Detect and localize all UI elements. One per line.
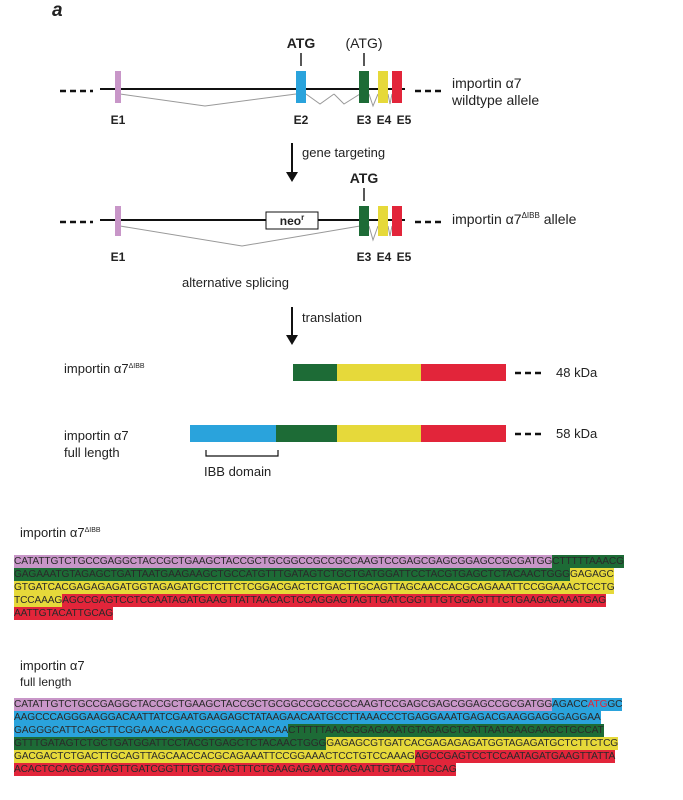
neo-cassette-label: neor [280, 213, 304, 228]
ko-splice-e1-e3 [119, 225, 361, 247]
gene-targeting-diagram: a ATG (ATG) E1 E2 E3 E4 E5 importin α7 w… [52, 0, 598, 479]
wt-splice-e1-e2 [119, 93, 297, 107]
sequence-segment-e5: AATTGTACATTGCAG [14, 607, 114, 620]
seq-dibb-block: CATATTGTCTGCCGAGGCTACCGCTGAAGCTACCGCTGCG… [14, 555, 678, 620]
alternative-splicing-label: alternative splicing [182, 275, 289, 290]
seq-full-title: importin α7 full length [20, 658, 85, 690]
sequence-segment-e1: CATATTGTCTGCCGAGGCTACCGCTGAAGCTACCGCTGCG… [14, 555, 553, 568]
protein-full-size: 58 kDa [556, 426, 598, 441]
ibb-domain-label: IBB domain [204, 464, 271, 479]
ko-allele-label: importin α7ΔIBB allele [452, 211, 577, 227]
ko-exon-e4 [378, 206, 388, 236]
sequence-segment-e5: ACACTCCAGGAGTAGTTGATCGGTTTGTGGAGTTTCTGAA… [14, 763, 457, 776]
seq-dibb-title: importin α7ΔIBB [20, 525, 101, 540]
wt-atg-e3-label: (ATG) [345, 35, 382, 51]
protein-full-e2-segment [190, 425, 276, 442]
ibb-domain-bracket [205, 450, 279, 457]
sequence-segment-e4: GAGAGCGTGATCACGAGAGAGATGGTAGAGATGCTCTTCT… [326, 737, 619, 750]
ko-exon-label-e3: E3 [357, 250, 372, 264]
sequence-segment-e4: GAGAGC [569, 568, 614, 581]
sequence-segment-e1: CATATTGTCTGCCGAGGCTACCGCTGAAGCTACCGCTGCG… [14, 698, 553, 711]
protein-full-e5-segment [421, 425, 506, 442]
sequence-segment-e3: CTTTTTAAACGGAGAAATGTAGAGCTGATTAATGAAGAAG… [288, 724, 604, 737]
sequence-line: GTGATCACGAGAGAGATGGTAGAGATGCTCTTCTCGGACG… [14, 581, 678, 594]
protein-dibb-e4-segment [337, 364, 421, 381]
sequence-segment-start-codon: ATG [587, 698, 608, 711]
sequence-line: ACACTCCAGGAGTAGTTGATCGGTTTGTGGAGTTTCTGAA… [14, 763, 678, 776]
translation-label: translation [302, 310, 362, 325]
ko-exon-e1 [115, 206, 121, 236]
ko-exon-label-e4: E4 [377, 250, 392, 264]
protein-dibb-size: 48 kDa [556, 365, 598, 380]
ko-exon-e5 [392, 206, 402, 236]
sequence-line: GAGGGCATTCAGCTTCGGAAACAGAAGCGGGAACAACAAC… [14, 724, 678, 737]
sequence-line: GACGACTCTGACTTGCAGTTAGCAACCACGCAGAAATTCC… [14, 750, 678, 763]
wt-splice-e4-e5 [387, 93, 393, 105]
protein-dibb-e3-segment [293, 364, 337, 381]
protein-full-label-line1: importin α7 [64, 428, 129, 443]
gene-targeting-label: gene targeting [302, 145, 385, 160]
wt-exon-e4 [378, 71, 388, 103]
sequence-segment-e5: AGCCGAGTCCTCCAATAGATGAAGTTATTAACACTCCAGG… [62, 594, 606, 607]
ko-exon-label-e1: E1 [111, 250, 126, 264]
sequence-segment-e3: CTTTTTAAACG [552, 555, 624, 568]
ko-exon-label-e5: E5 [397, 250, 412, 264]
wt-allele-label-line1: importin α7 [452, 75, 522, 91]
wt-exon-label-e1: E1 [111, 113, 126, 127]
sequence-segment-e4: GACGACTCTGACTTGCAGTTAGCAACCACGCAGAAATTCC… [14, 750, 415, 763]
sequence-segment-e5: AGCCGAGTCCTCCAATAGATGAAGTTATTA [414, 750, 616, 763]
wt-exon-e5 [392, 71, 402, 103]
wt-splice-e3-e4 [368, 93, 379, 108]
protein-full-e3-segment [276, 425, 337, 442]
sequence-segment-e3: GTTTGATAGTCTGCTGATGGATTCCTACGTGAGCTCTACA… [14, 737, 327, 750]
wildtype-allele: ATG (ATG) E1 E2 E3 E4 E5 importin α7 wil… [60, 35, 539, 127]
wt-exon-label-e2: E2 [294, 113, 309, 127]
wt-atg-e2-label: ATG [287, 35, 316, 51]
neo-cassette [265, 211, 319, 230]
seq-full-title-line2: full length [20, 675, 72, 689]
sequence-segment-e4: TCCAAAG [14, 594, 63, 607]
ko-splice-e3-e4 [368, 225, 379, 242]
wt-exon-e2 [296, 71, 306, 103]
protein-dibb-e5-segment [421, 364, 506, 381]
targeted-allele: neor ATG E1 E3 E4 E5 importin α7ΔIBB all… [60, 170, 577, 264]
seq-full-block: CATATTGTCTGCCGAGGCTACCGCTGAAGCTACCGCTGCG… [14, 698, 678, 776]
translation-arrow: translation [286, 307, 362, 345]
sequence-line: GTTTGATAGTCTGCTGATGGATTCCTACGTGAGCTCTACA… [14, 737, 678, 750]
panel-label: a [52, 0, 63, 21]
sequence-segment-e2: GC [607, 698, 623, 711]
protein-full-length: importin α7 full length 58 kDa IBB domai… [64, 425, 598, 479]
sequence-line: CATATTGTCTGCCGAGGCTACCGCTGAAGCTACCGCTGCG… [14, 555, 678, 568]
wt-exon-e1 [115, 71, 121, 103]
sequence-segment-e2: AAGCCCAGGGAAGGACAATTATCGAATGAAGAGCTATAAG… [14, 711, 601, 724]
sequence-line: GAGAAATGTAGAGCTGATTAATGAAGAAGCTGCCATGTTT… [14, 568, 678, 581]
wt-exon-label-e4: E4 [377, 113, 392, 127]
gene-targeting-arrow: gene targeting [286, 143, 385, 182]
protein-full-e4-segment [337, 425, 421, 442]
ko-splice-e4-e5 [387, 225, 393, 237]
wt-exon-label-e5: E5 [397, 113, 412, 127]
wt-splice-e2-e3 [305, 93, 335, 105]
protein-dibb-label: importin α7ΔIBB [64, 361, 145, 376]
wt-splice-e2-e3-b [333, 93, 361, 105]
seq-full-title-line1: importin α7 [20, 658, 85, 673]
wt-exon-label-e3: E3 [357, 113, 372, 127]
wt-exon-e3 [359, 71, 369, 103]
ko-exon-e3 [359, 206, 369, 236]
sequence-segment-e2: GAGGGCATTCAGCTTCGGAAACAGAAGCGGGAACAACAA [14, 724, 289, 737]
protein-full-label-line2: full length [64, 445, 120, 460]
wt-allele-label-line2: wildtype allele [451, 92, 539, 108]
sequence-line: AATTGTACATTGCAG [14, 607, 678, 620]
ko-atg-label: ATG [350, 170, 379, 186]
sequence-line: CATATTGTCTGCCGAGGCTACCGCTGAAGCTACCGCTGCG… [14, 698, 678, 711]
sequence-segment-e4: GTGATCACGAGAGAGATGGTAGAGATGCTCTTCTCGGACG… [14, 581, 615, 594]
sequence-segment-e2: AGACC [552, 698, 588, 711]
sequence-line: TCCAAAGAGCCGAGTCCTCCAATAGATGAAGTTATTAACA… [14, 594, 678, 607]
sequence-segment-e3: GAGAAATGTAGAGCTGATTAATGAAGAAGCTGCCATGTTT… [14, 568, 570, 581]
sequence-line: AAGCCCAGGGAAGGACAATTATCGAATGAAGAGCTATAAG… [14, 711, 678, 724]
protein-dibb: importin α7ΔIBB 48 kDa [64, 361, 598, 381]
